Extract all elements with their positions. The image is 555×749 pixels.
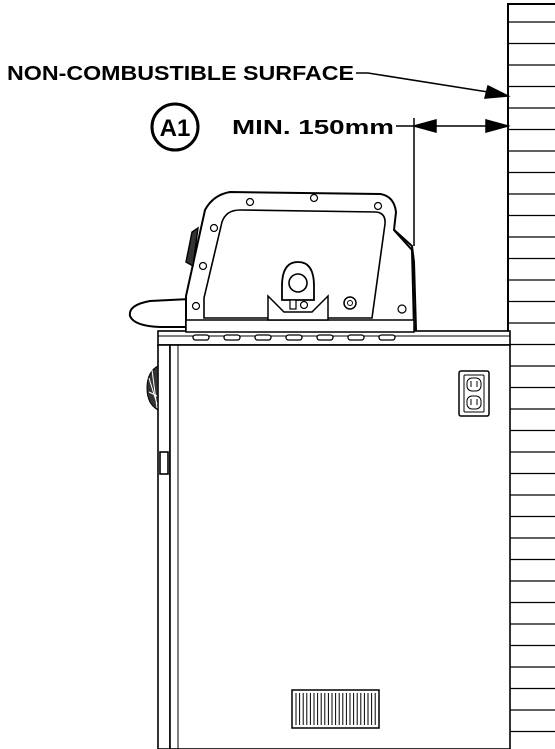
surface-leader-arrow xyxy=(356,72,511,99)
grill-head xyxy=(128,190,418,333)
control-knob-slots xyxy=(192,334,396,341)
vent-grille xyxy=(291,689,380,729)
grill-cart-cabinet xyxy=(157,330,511,749)
clearance-dimension xyxy=(396,118,511,246)
knob-slot xyxy=(192,334,210,341)
knob-slot xyxy=(223,334,241,341)
callout-a1-label: A1 xyxy=(160,115,191,142)
wall-siding-lines xyxy=(508,21,555,733)
knob-slot xyxy=(316,334,334,341)
knob-slot xyxy=(378,334,396,341)
knob-slot xyxy=(285,334,303,341)
callout-a1: A1 xyxy=(150,102,200,152)
electrical-outlet xyxy=(458,370,490,417)
min-clearance-label: MIN. 150mm xyxy=(232,117,394,139)
non-combustible-wall xyxy=(507,3,555,749)
knob-slot xyxy=(347,334,365,341)
knob-slot xyxy=(254,334,272,341)
non-combustible-surface-label: NON-COMBUSTIBLE SURFACE xyxy=(7,63,354,85)
side-burner-knob xyxy=(146,365,159,411)
